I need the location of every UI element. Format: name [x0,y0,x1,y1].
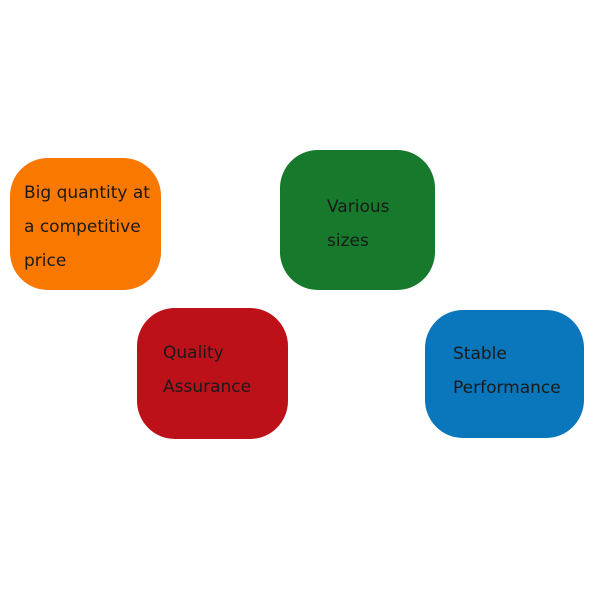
quality-assurance-card: Quality Assurance [137,308,288,439]
card-text-line: Big quantity at [24,183,150,203]
card-text-line: Performance [453,378,561,398]
card-text-line: Quality [163,343,224,363]
card-text-line: sizes [327,231,369,251]
competitive-price-card: Big quantity at a competitive price [10,158,161,290]
card-text-line: a competitive [24,217,141,237]
card-text-line: Various [327,197,390,217]
stable-performance-card: Stable Performance [425,310,584,438]
card-text-line: Assurance [163,377,252,397]
various-sizes-card: Various sizes [280,150,435,290]
card-text-line: price [24,251,67,271]
card-text-line: Stable [453,344,507,364]
